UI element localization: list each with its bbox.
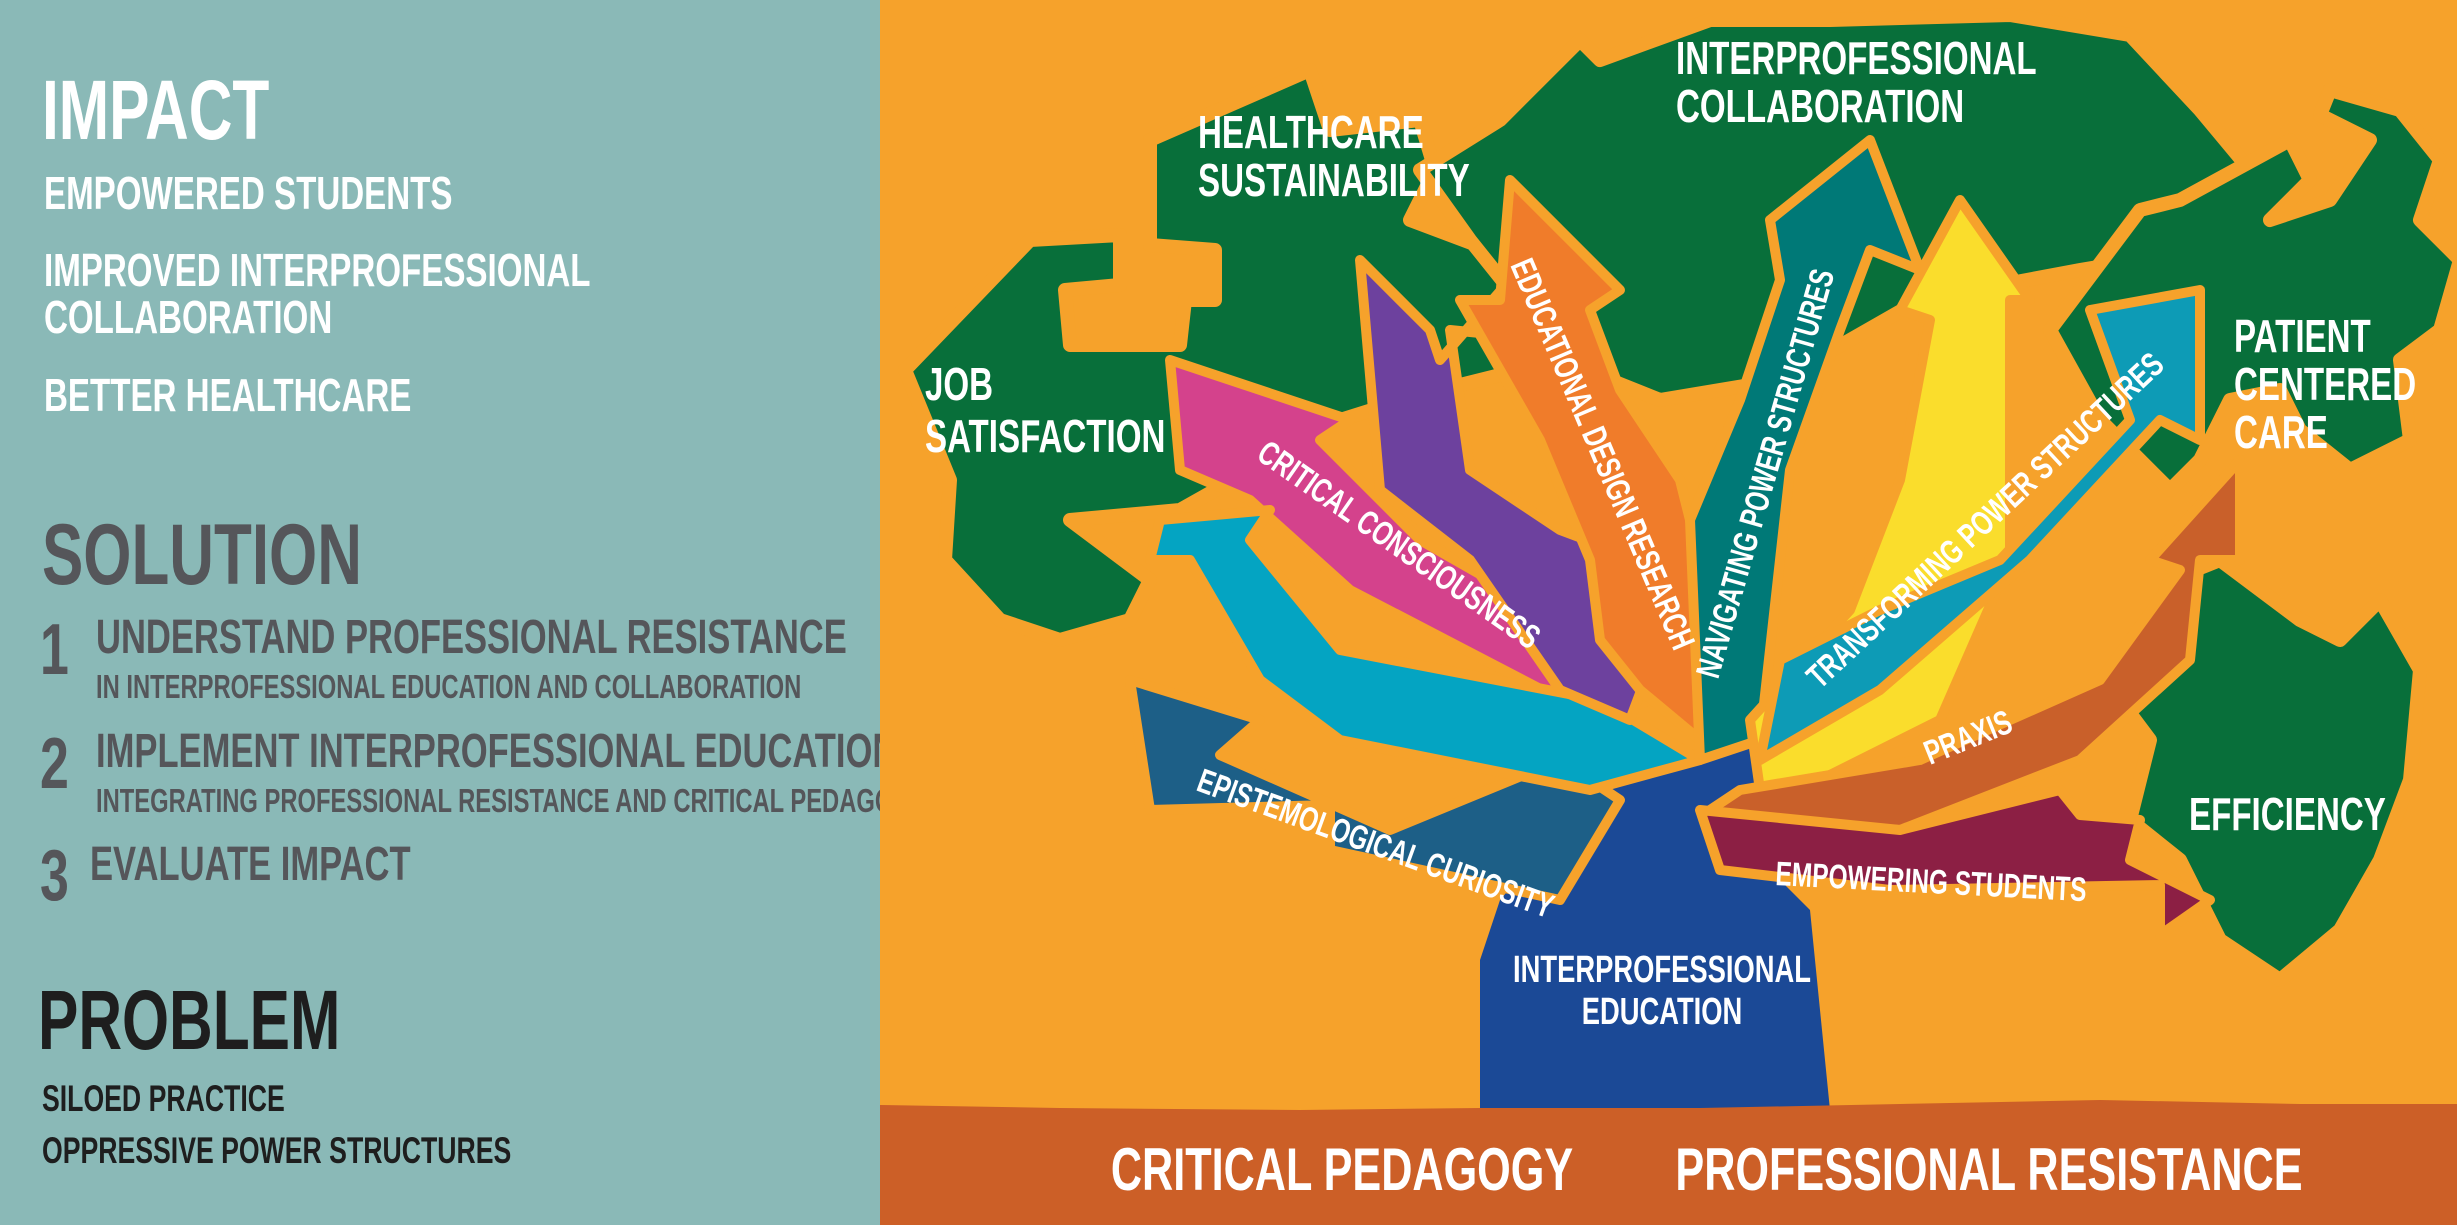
step-1-subtitle: IN INTERPROFESSIONAL EDUCATION AND COLLA… (96, 668, 802, 705)
solution-title: SOLUTION (42, 507, 362, 603)
arrow-epistemological-curiosity (1125, 675, 1625, 905)
impact-title: IMPACT (42, 63, 270, 157)
canopy-left (898, 63, 1547, 647)
impact-item-better-healthcare: BETTER HEALTHCARE (44, 369, 412, 421)
outcome-efficiency: EFFICIENCY (2189, 790, 2386, 840)
step-3-title: EVALUATE IMPACT (90, 838, 411, 891)
arrow-navigating-blue (1145, 505, 1705, 795)
step-1-number: 1 (40, 610, 69, 690)
problem-item-oppressive-power: OPPRESSIVE POWER STRUCTURES (42, 1130, 512, 1171)
branch-arrows (1125, 135, 2245, 940)
step-2-number: 2 (40, 724, 69, 804)
problem-title: PROBLEM (38, 973, 341, 1067)
left-panel: IMPACT EMPOWERED STUDENTS IMPROVED INTER… (0, 0, 928, 1225)
step-1-title: UNDERSTAND PROFESSIONAL RESISTANCE (96, 611, 847, 664)
arrow-empowering-students (1695, 785, 2215, 940)
impact-item-improved-collaboration: IMPROVED INTERPROFESSIONAL (44, 244, 591, 296)
impact-item-empowered-students: EMPOWERED STUDENTS (44, 167, 453, 219)
canopy-bottom-right (2113, 553, 2427, 987)
arrow-transforming-power-structures (1755, 285, 2205, 765)
root-critical-pedagogy: CRITICAL PEDAGOGY (1111, 1137, 1573, 1204)
problem-item-siloed-practice: SILOED PRACTICE (42, 1078, 285, 1119)
root-professional-resistance: PROFESSIONAL RESISTANCE (1675, 1137, 2302, 1204)
step-2-title: IMPLEMENT INTERPROFESSIONAL EDUCATION (96, 725, 898, 778)
arrow-educational-design-research (1455, 175, 1705, 745)
arrow-yellow (1745, 195, 2035, 795)
step-2-subtitle: INTEGRATING PROFESSIONAL RESISTANCE AND … (96, 782, 928, 819)
step-3-number: 3 (40, 836, 69, 916)
impact-item-collaboration: COLLABORATION (44, 291, 333, 343)
ground (880, 1100, 2457, 1225)
